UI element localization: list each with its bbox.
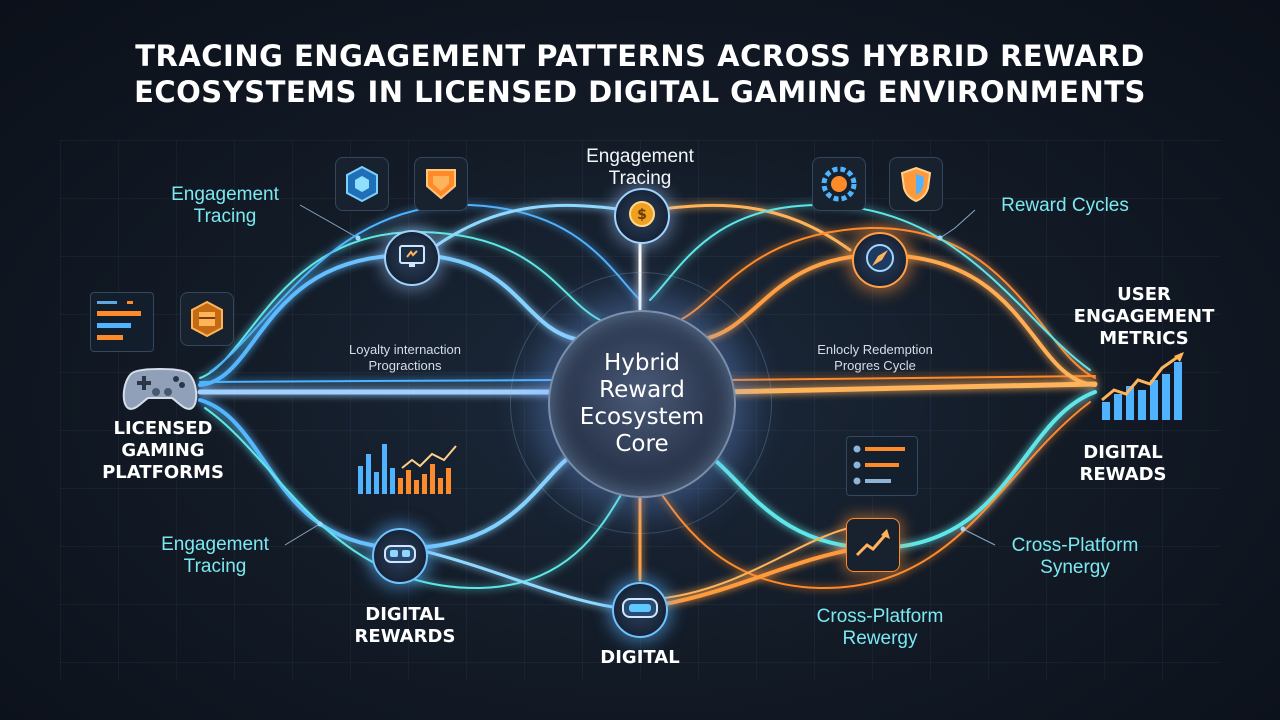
flow-top-left-arc [428,203,642,252]
leader-engagement-top-left [299,204,359,239]
label-line: DIGITAL [600,647,680,668]
leader-dot-2 [937,235,943,241]
hexagon-shield-icon [335,157,389,211]
leader-reward-cycles [939,209,976,239]
trend-node [846,518,900,572]
user-engagement-bar-chart [1098,350,1188,424]
label-line: Enlocly Redemption [817,342,933,357]
coin-node: $ [614,188,670,244]
label-digital-rewards-bottom: DIGITAL REWARDS [335,604,475,648]
compass-icon [864,242,896,279]
vr-headset-node-center [612,582,668,638]
label-line: Tracing [183,556,247,577]
core-line-2: Reward [599,377,685,403]
bar-dashboard-panel [90,292,154,352]
label-line: LICENSED [113,418,213,439]
label-line: GAMING [121,440,205,461]
flow-left-horizontal-2 [199,379,556,383]
treasure-chest-icon [180,292,234,346]
trend-arrow-icon [853,525,893,566]
label-line: DIGITAL [1083,442,1163,463]
hybrid-reward-core: Hybrid Reward Ecosystem Core [548,310,736,498]
flow-right-lower-2 [654,401,1091,590]
title-line-2: ECOSYSTEMS IN LICENSED DIGITAL GAMING EN… [134,75,1146,109]
label-line: Engagement [161,534,269,555]
leader-dot-3 [317,521,323,527]
label-line: Loyalty internaction [348,342,461,357]
label-engagement-tracing-bottom-left: Engagement Tracing [140,534,290,578]
label-line: DIGITAL [365,604,445,625]
label-loyalty-interaction: Loyalty internaction Progractions [310,342,500,374]
label-line: PLATFORMS [102,462,224,483]
label-cross-platform-rewergy: Cross-Platform Rewergy [795,606,965,650]
label-line: REWADS [1079,464,1167,485]
shield-icon [889,157,943,211]
label-line: ENGAGEMENT [1073,306,1215,327]
label-line: Reward Cycles [1001,195,1129,216]
label-cross-platform-synergy: Cross-Platform Synergy [990,535,1160,579]
label-line: REWARDS [354,626,456,647]
core-line-4: Core [615,431,669,457]
core-outer-ring [510,272,772,534]
flow-right-horizontal [717,381,1098,395]
label-digital-bottom-center: DIGITAL [580,647,700,669]
core-line-1: Hybrid [604,350,680,376]
label-line: Engagement [171,184,279,205]
label-line: METRICS [1099,328,1189,349]
vr-headset-icon [383,542,417,571]
label-line: Progres Cycle [834,358,916,373]
flow-right-horizontal-2 [724,375,1096,381]
core-line-3: Ecosystem [579,404,705,430]
svg-text:$: $ [637,207,647,223]
label-line: Rewergy [842,628,918,649]
label-line: Tracing [193,206,257,227]
leader-cross-platform-synergy [964,529,996,546]
vr-headset-node-left [372,528,428,584]
orange-chevron-icon [414,157,468,211]
status-list-panel [846,436,918,496]
label-line: Cross-Platform [816,606,944,627]
label-user-engagement-metrics: USER ENGAGEMENT METRICS [1064,284,1224,350]
label-line: USER [1117,284,1171,305]
flow-right-lower-3 [658,546,862,607]
page-title: TRACING ENGAGEMENT PATTERNS ACROSS HYBRI… [0,38,1280,110]
label-reward-cycles: Reward Cycles [985,195,1145,217]
game-controller-icon [120,362,200,416]
label-redemption-cycle: Enlocly Redemption Progres Cycle [780,342,970,374]
label-digital-rewads: DIGITAL REWADS [1058,442,1188,486]
compass-node [852,232,908,288]
label-engagement-tracing-top-left: Engagement Tracing [150,184,300,228]
leader-engagement-bottom-left [284,524,319,546]
flow-left-lower-3 [418,548,622,610]
monitor-icon [397,241,427,276]
label-engagement-tracing-top-center: Engagement Tracing [560,146,720,190]
label-line: Cross-Platform [1011,535,1139,556]
gear-icon [812,157,866,211]
label-line: Progractions [368,358,442,373]
label-line: Synergy [1040,557,1110,578]
label-line: Engagement [586,146,694,167]
leader-dot-1 [355,235,361,241]
title-line-1: TRACING ENGAGEMENT PATTERNS ACROSS HYBRI… [135,39,1145,73]
flow-top-right-arc [638,203,852,252]
label-licensed-gaming-platforms: LICENSED GAMING PLATFORMS [88,418,238,484]
monitor-node [384,230,440,286]
leader-dot-4 [960,526,966,532]
mini-bar-chart-left [352,438,464,498]
label-line: Tracing [608,168,672,189]
coin-icon: $ [627,199,657,234]
vr-headset-icon [621,595,659,626]
